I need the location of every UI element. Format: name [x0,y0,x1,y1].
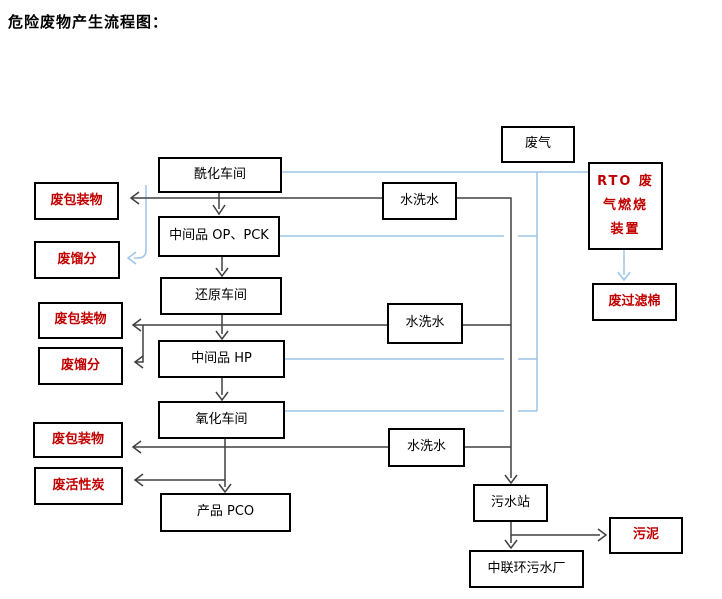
node-label: 中联环污水厂 [487,560,566,576]
node-label-line: RTO 废 [597,173,654,189]
node-label: 废过滤棉 [608,293,661,309]
node-sludge: 污泥 [609,517,683,554]
arrow-activated-carbon [133,473,144,487]
node-waste-filter-cotton: 废过滤棉 [592,283,677,321]
node-label: 废包装物 [50,192,103,208]
node-waste-packaging-1: 废包装物 [34,182,119,220]
node-intermediate-op-pck: 中间品 OP、PCK [158,216,280,257]
node-waste-packaging-3: 废包装物 [33,422,123,458]
line-branch-waste-fraction-2 [135,325,144,363]
node-product-pco: 产品 PCO [160,493,291,532]
arrow-sludge [597,528,608,542]
node-label: 废包装物 [54,312,107,328]
node-label: 废包装物 [51,431,104,447]
arrow-waste-packaging-1 [129,191,140,205]
node-label: 水洗水 [399,192,439,208]
node-label: 污泥 [632,527,659,543]
node-waste-packaging-2: 废包装物 [38,302,123,339]
node-rto-incinerator: RTO 废 气燃烧 装置 [588,162,663,250]
node-label: 废馏分 [60,357,100,373]
node-sewage-station: 污水站 [473,484,548,522]
arrow-filter-cotton [617,271,631,282]
arrow-sewage-plant [504,539,518,550]
node-label: 中间品 HP [191,350,252,366]
arrow-waste-fraction-1 [126,251,137,265]
node-sewage-plant: 中联环污水厂 [469,550,584,588]
node-label: 废馏分 [57,251,97,267]
node-waste-fraction-2: 废馏分 [38,347,123,385]
node-label: 废气 [524,136,551,152]
arrow-oxidation [215,391,229,402]
node-intermediate-hp: 中间品 HP [158,340,285,378]
node-waste-fraction-1: 废馏分 [34,241,120,279]
line-wash1-sewage-vertical [457,197,512,478]
line-to-waste-fraction-1 [134,185,147,259]
node-label: 污水站 [490,494,530,510]
node-label: 氧化车间 [195,411,248,427]
arrow-waste-packaging-3 [131,440,142,454]
node-wash-water-2: 水洗水 [387,303,463,344]
page-title: 危险废物产生流程图： [8,13,169,31]
node-label: 水洗水 [406,439,446,455]
node-wash-water-1: 水洗水 [382,182,457,220]
node-waste-gas: 废气 [501,126,575,163]
node-label-line: 气燃烧 [602,197,648,213]
node-label: 水洗水 [405,315,445,331]
arrow-hp [215,330,229,341]
node-label: 酰化车间 [193,166,246,182]
node-label: 中间品 OP、PCK [169,228,269,244]
node-reduction-workshop: 还原车间 [160,277,282,315]
arrow-waste-packaging-2 [131,318,142,332]
arrow-oppck [212,204,226,216]
arrow-sewage-station [504,474,518,485]
node-acylation-workshop: 酰化车间 [158,157,282,193]
node-oxidation-workshop: 氧化车间 [158,401,285,439]
node-label: 废活性炭 [52,477,105,493]
node-waste-activated-carbon: 废活性炭 [34,467,123,505]
arrow-waste-fraction-2 [133,355,144,369]
node-wash-water-3: 水洗水 [388,428,465,467]
arrow-reduction [215,267,229,278]
arrow-pco [218,483,232,494]
node-label: 产品 PCO [196,504,255,520]
node-label: 还原车间 [194,287,247,303]
node-label-line: 装置 [610,221,641,237]
